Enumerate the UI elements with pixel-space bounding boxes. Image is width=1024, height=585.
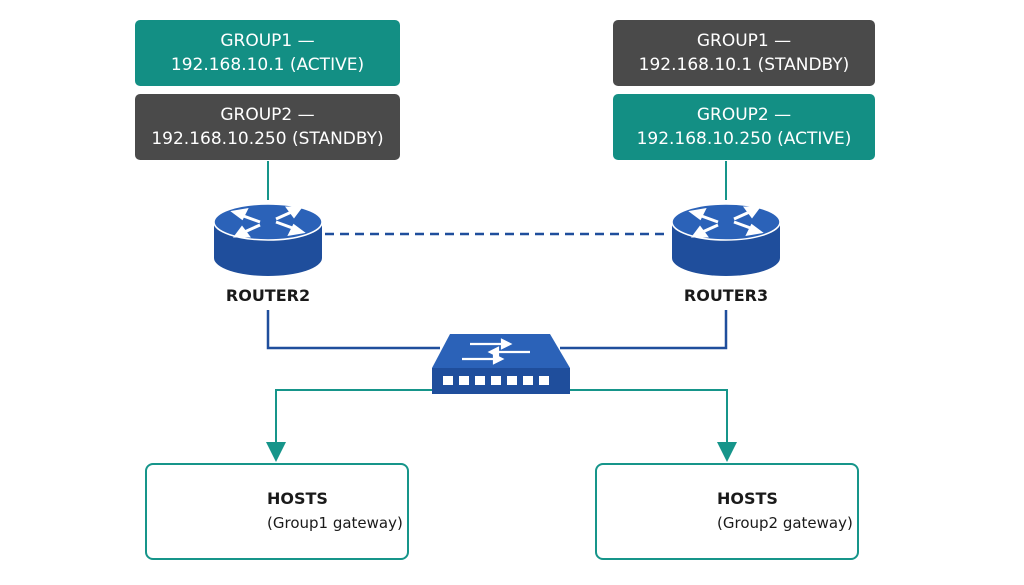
router3-group2-address: 192.168.10.250 (ACTIVE) <box>636 129 852 149</box>
router3-name: ROUTER3 <box>683 286 769 305</box>
router2-group2-title: GROUP2 — <box>220 105 315 125</box>
switch-host-left-link <box>266 389 432 462</box>
router3-switch-link <box>560 310 728 350</box>
hosts-right-title: HOSTS <box>717 489 778 508</box>
switch-host-right-link <box>570 389 737 462</box>
router2-group1-address: 192.168.10.1 (ACTIVE) <box>170 55 365 75</box>
router2-group1-title: GROUP1 — <box>220 31 315 51</box>
switch-icon <box>432 334 570 394</box>
hosts-left-title: HOSTS <box>267 489 328 508</box>
router2-group1-label: GROUP1 — 192.168.10.1 (ACTIVE) <box>135 20 400 86</box>
router-icon <box>671 203 781 276</box>
router3-group1-title: GROUP1 — <box>696 31 792 51</box>
router2-switch-link <box>266 310 440 350</box>
router-icon <box>213 203 323 276</box>
router3-group2-label: GROUP2 — 192.168.10.250 (ACTIVE) <box>613 94 875 160</box>
hosts-right-subtitle: (Group2 gateway) <box>717 514 853 532</box>
router3-group2-title: GROUP2 — <box>696 105 792 125</box>
router2-group2-address: 192.168.10.250 (STANDBY) <box>151 129 384 149</box>
hosts-left-subtitle: (Group1 gateway) <box>267 514 403 532</box>
hosts-left-box: HOSTS (Group1 gateway) <box>145 463 409 560</box>
hosts-right-box: HOSTS (Group2 gateway) <box>595 463 859 560</box>
router2-group2-label: GROUP2 — 192.168.10.250 (STANDBY) <box>135 94 400 160</box>
router3-group1-address: 192.168.10.1 (STANDBY) <box>638 55 850 75</box>
router2-name: ROUTER2 <box>225 286 311 305</box>
router3-group1-label: GROUP1 — 192.168.10.1 (STANDBY) <box>613 20 875 86</box>
